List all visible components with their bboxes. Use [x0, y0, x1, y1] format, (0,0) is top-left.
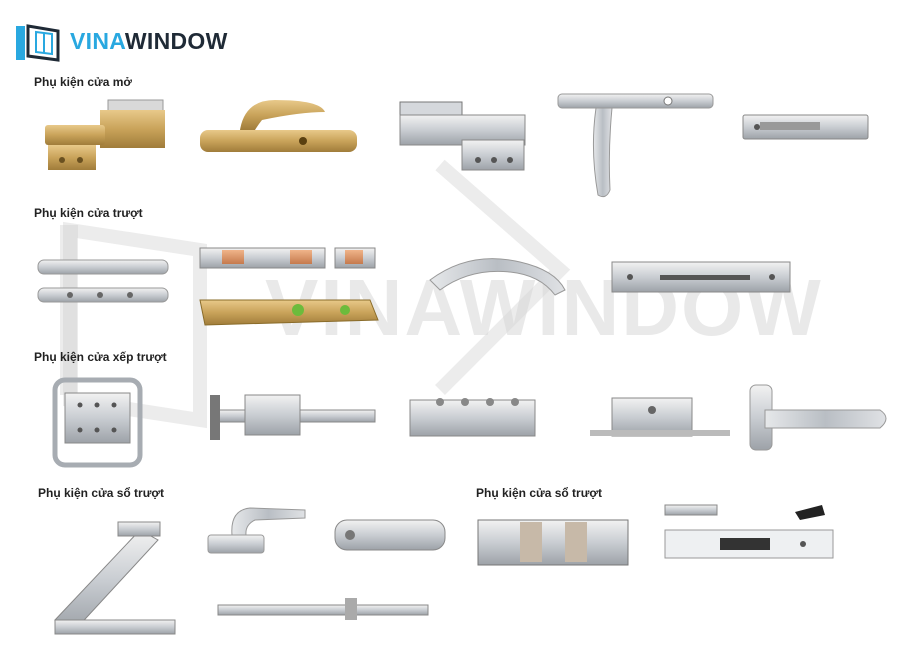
brand-name: VINAWINDOW [70, 28, 228, 54]
track-bar-icon [217, 598, 429, 620]
gold-handle-icon [200, 100, 357, 152]
section-label-folding-sliding: Phụ kiện cửa xếp trượt [34, 350, 167, 364]
folding-hinge-2-icon [409, 398, 536, 437]
friction-stay-icon [54, 521, 176, 635]
section-label-sliding-window-2: Phụ kiện cửa sổ trượt [476, 486, 602, 500]
curved-lever-icon [429, 258, 566, 296]
lock-plate-icon [590, 397, 730, 437]
gold-hinge-icon [45, 99, 165, 170]
sliding-handle-icon [37, 259, 169, 303]
lever-handle-icon [557, 93, 714, 198]
roller-icon [199, 247, 379, 326]
silver-hinge-icon [399, 101, 526, 171]
sliding-roller-icon [477, 519, 629, 566]
track-rod-icon [210, 394, 376, 440]
lock-body-icon [611, 261, 791, 293]
section-label-sliding: Phụ kiện cửa trượt [34, 206, 143, 220]
section-label-casement: Phụ kiện cửa mở [34, 75, 132, 89]
folding-hinge-icon [52, 377, 143, 468]
crescent-lock-icon [664, 504, 834, 559]
latch-icon [334, 519, 446, 551]
lock-striker-icon [742, 114, 869, 140]
section-label-sliding-window: Phụ kiện cửa sổ trượt [38, 486, 164, 500]
vinawindow-logo-icon [16, 24, 60, 62]
small-handle-icon [207, 507, 306, 554]
window-handle-icon [749, 384, 887, 451]
